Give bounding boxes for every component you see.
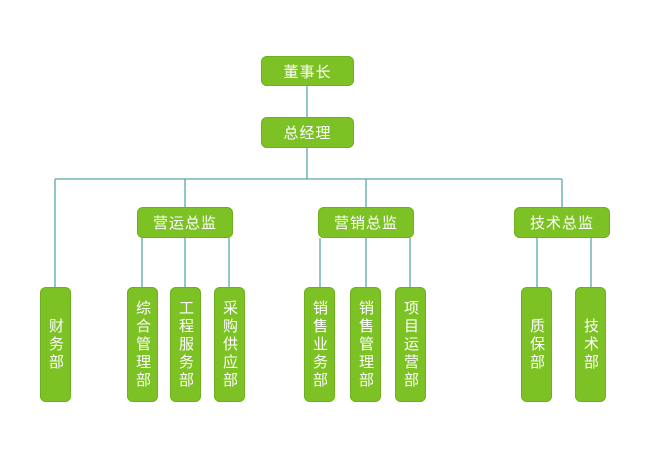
general-manager-node: 总经理 bbox=[261, 117, 354, 148]
sales-business-department-node: 销售业务部 bbox=[304, 287, 335, 402]
operations-director-node: 营运总监 bbox=[137, 207, 233, 238]
engineering-service-department-node: 工程服务部 bbox=[170, 287, 201, 402]
chairman-node: 董事长 bbox=[261, 56, 354, 86]
technology-department-node: 技术部 bbox=[575, 287, 606, 402]
admin-management-department-node: 综合管理部 bbox=[127, 287, 158, 402]
finance-department-node: 财务部 bbox=[40, 287, 71, 402]
sales-director-node: 营销总监 bbox=[318, 207, 414, 238]
project-operations-department-node: 项目运营部 bbox=[395, 287, 426, 402]
sales-management-department-node: 销售管理部 bbox=[350, 287, 381, 402]
quality-assurance-department-node: 质保部 bbox=[521, 287, 552, 402]
technical-director-node: 技术总监 bbox=[514, 207, 610, 238]
procurement-supply-department-node: 采购供应部 bbox=[214, 287, 245, 402]
